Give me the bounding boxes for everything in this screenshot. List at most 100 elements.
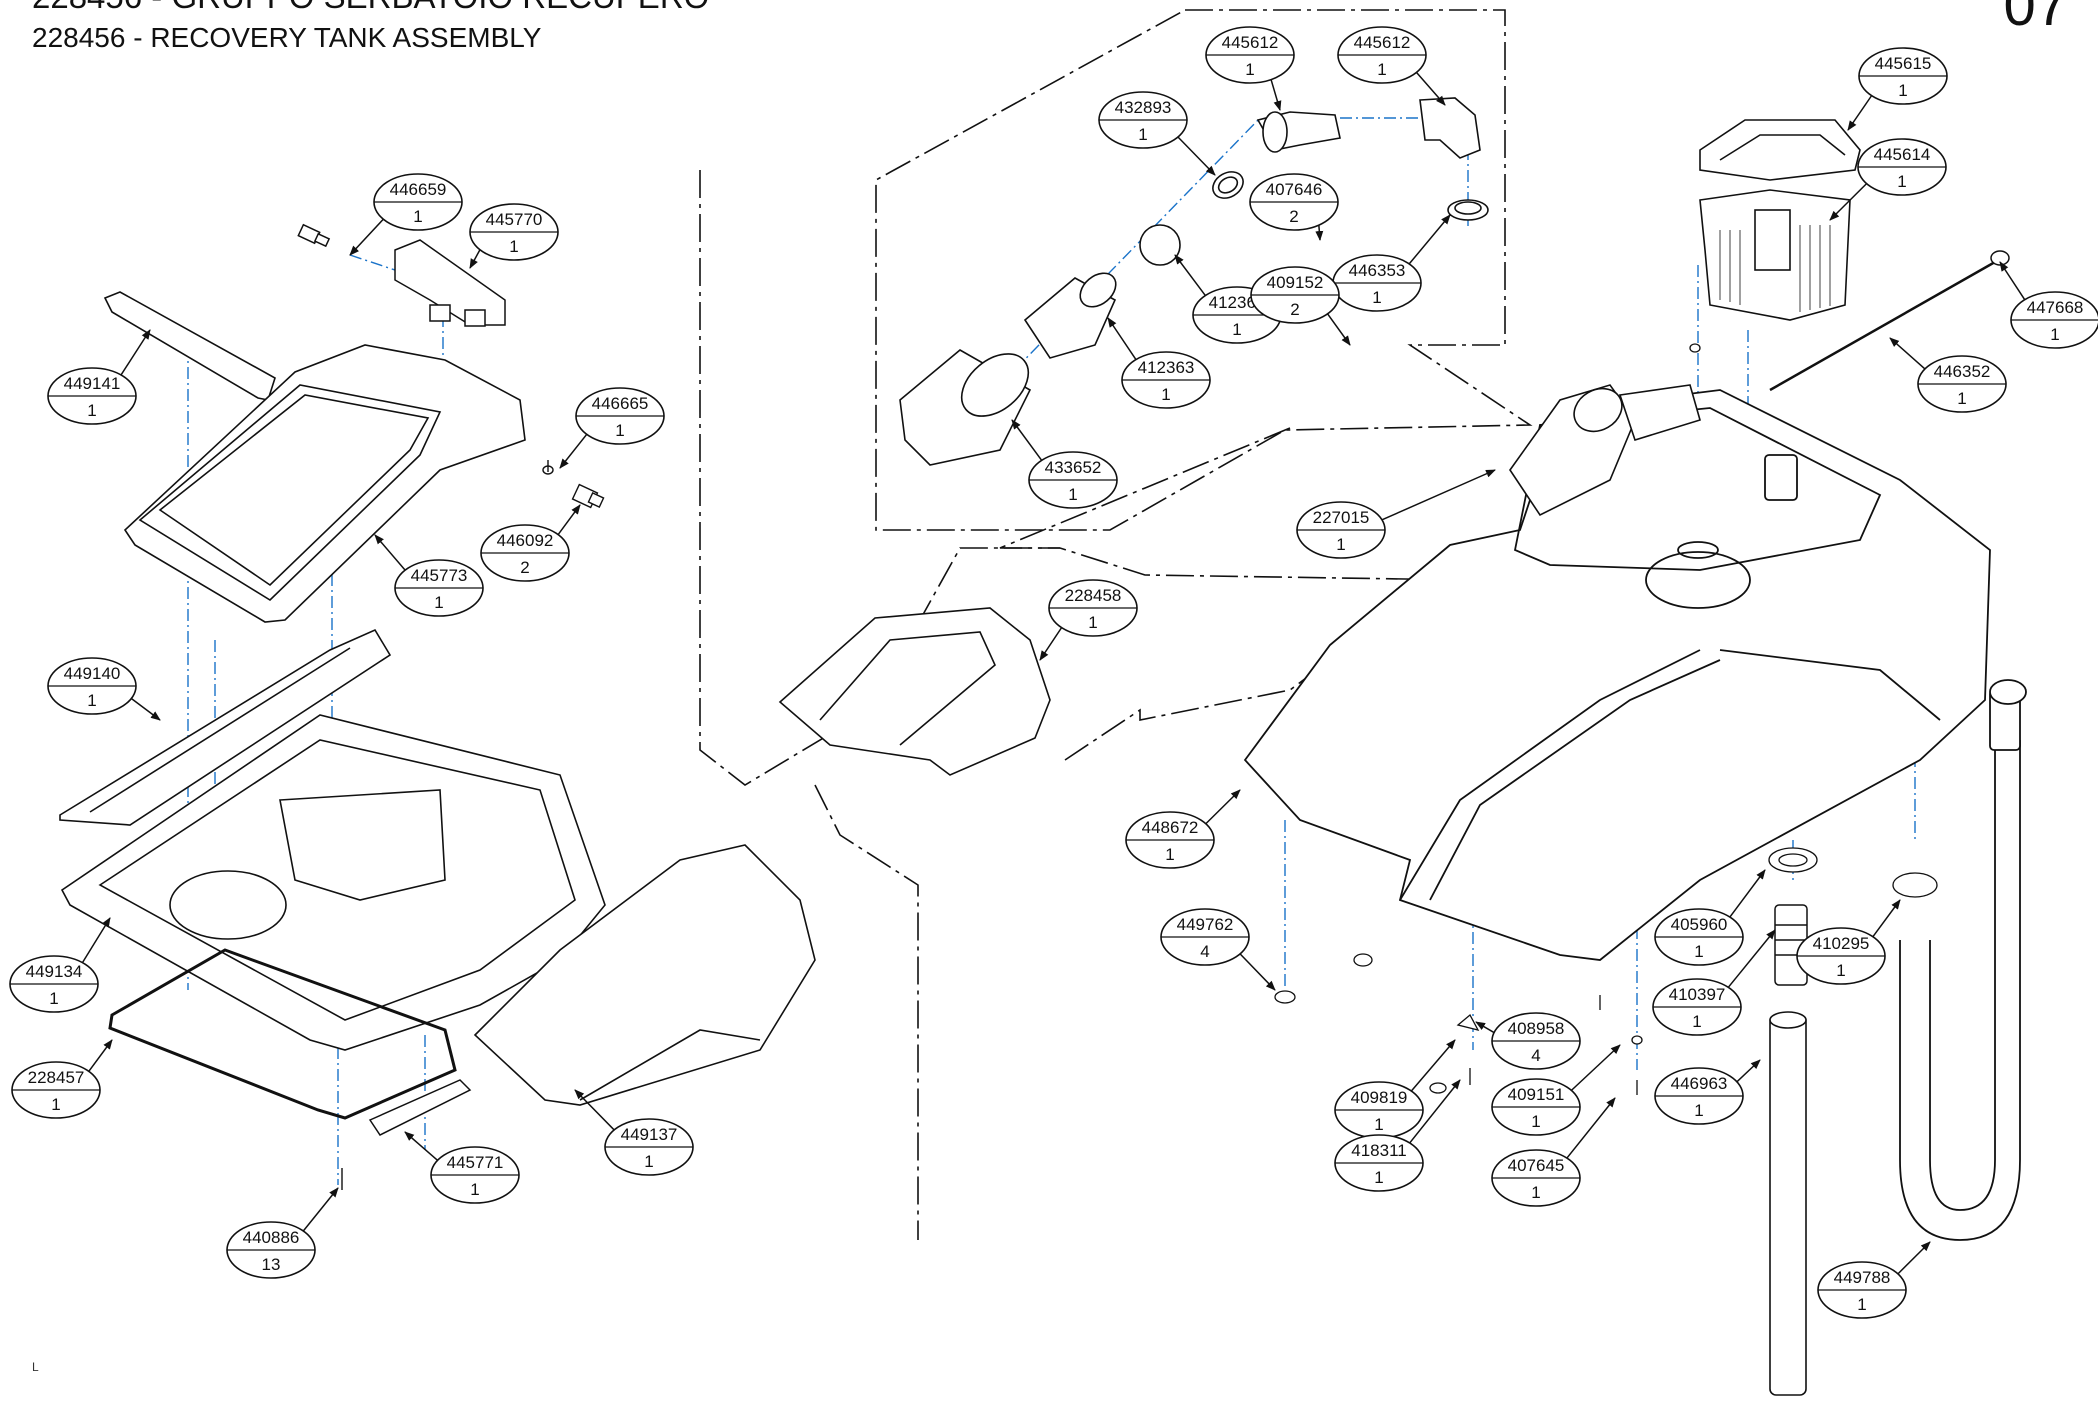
callout-quantity: 1 — [1232, 320, 1241, 339]
callout-leader — [1174, 254, 1206, 296]
callout-part-code: 446352 — [1934, 362, 1991, 381]
callout-leader — [1408, 214, 1451, 265]
callout-part-code: 228457 — [28, 1068, 85, 1087]
callout-leader — [1315, 225, 1324, 241]
part-rod-446352 — [1769, 260, 1996, 392]
callout-part-code: 410295 — [1813, 934, 1870, 953]
callout-quantity: 1 — [1374, 1168, 1383, 1187]
callout-leader — [1381, 469, 1496, 521]
callout-quantity: 1 — [1897, 172, 1906, 191]
callout-part-code: 449762 — [1177, 915, 1234, 934]
callout-quantity: 1 — [51, 1095, 60, 1114]
callout-balloon: 228457 1 — [11, 1039, 113, 1119]
callout-leader — [1205, 789, 1241, 825]
callout-balloon: 446963 1 — [1654, 1059, 1761, 1125]
callout-part-code: 445615 — [1875, 54, 1932, 73]
part-elbow-445612 — [1256, 111, 1341, 153]
part-screw-446665 — [542, 460, 554, 475]
part-fitting-446659 — [297, 223, 331, 248]
callout-quantity: 1 — [615, 421, 624, 440]
callout-part-code: 408958 — [1508, 1019, 1565, 1038]
part-basket-445614 — [1699, 189, 1851, 321]
callout-quantity: 1 — [2050, 325, 2059, 344]
callout-quantity: 1 — [49, 989, 58, 1008]
callout-part-code: 445773 — [411, 566, 468, 585]
callout-balloon: 449762 4 — [1160, 908, 1276, 991]
callout-leader — [120, 329, 151, 376]
callout-quantity: 2 — [520, 558, 529, 577]
callout-part-code: 447668 — [2027, 298, 2084, 317]
filter-group-boundary — [875, 9, 1533, 531]
callout-leader — [1039, 627, 1063, 661]
callout-quantity: 1 — [1336, 535, 1345, 554]
callout-balloon: 446352 1 — [1889, 337, 2007, 413]
part-lid-445773 — [123, 344, 526, 623]
callout-quantity: 1 — [434, 593, 443, 612]
part-filter-412363 — [1023, 272, 1117, 359]
callout-part-code: 409152 — [1267, 273, 1324, 292]
callout-quantity: 1 — [509, 237, 518, 256]
callout-part-code: 445770 — [486, 210, 543, 229]
callout-quantity: 1 — [1372, 288, 1381, 307]
callout-quantity: 1 — [1138, 125, 1147, 144]
callout-leader — [557, 504, 581, 536]
callout-leader — [302, 1187, 339, 1232]
callout-balloon: 433652 1 — [1011, 419, 1118, 509]
callout-quantity: 1 — [1694, 1101, 1703, 1120]
callout-quantity: 1 — [1165, 845, 1174, 864]
callout-part-code: 446963 — [1671, 1074, 1728, 1093]
part-knob-446092 — [571, 483, 605, 509]
callout-leader — [349, 218, 384, 256]
callout-part-code: 433652 — [1045, 458, 1102, 477]
callout-leader — [1011, 419, 1043, 461]
callout-part-code: 409151 — [1508, 1085, 1565, 1104]
callout-quantity: 1 — [1531, 1183, 1540, 1202]
callout-balloon: 445770 1 — [469, 203, 559, 269]
callout-quantity: 1 — [1374, 1115, 1383, 1134]
callout-quantity: 4 — [1200, 942, 1209, 961]
part-hose-446963 — [1769, 1011, 1807, 1396]
part-float-ball-412363 — [1139, 224, 1181, 266]
callout-leader — [374, 534, 406, 571]
callout-part-code: 445612 — [1354, 33, 1411, 52]
callout-quantity: 4 — [1531, 1046, 1540, 1065]
callout-leader — [1999, 261, 2026, 301]
callout-leader — [88, 1039, 113, 1072]
callout-quantity: 1 — [1957, 389, 1966, 408]
callout-part-code: 449141 — [64, 374, 121, 393]
corner-mark: L — [32, 1360, 39, 1374]
part-cap-445615 — [1699, 119, 1861, 181]
callout-leader — [1829, 183, 1868, 221]
callout-quantity: 1 — [1694, 942, 1703, 961]
callout-part-code: 432893 — [1115, 98, 1172, 117]
callout-part-code: 449137 — [621, 1125, 678, 1144]
callout-part-code: 446092 — [497, 531, 554, 550]
callout-part-code: 410397 — [1669, 985, 1726, 1004]
callout-part-code: 445614 — [1874, 145, 1931, 164]
callout-quantity: 1 — [1068, 485, 1077, 504]
part-drain-hose-449788 — [1899, 679, 2027, 1241]
callout-leader — [1415, 71, 1446, 106]
callout-part-code: 449134 — [26, 962, 83, 981]
callout-quantity: 1 — [1857, 1295, 1866, 1314]
callout-leader — [574, 1089, 615, 1131]
